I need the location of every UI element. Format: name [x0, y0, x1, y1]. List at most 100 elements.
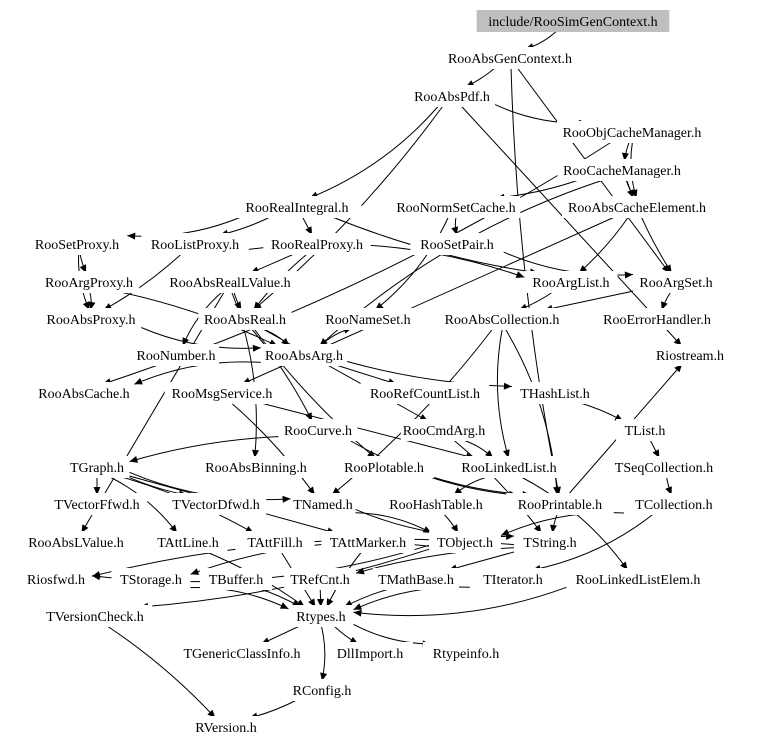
arrowhead-ocm-to-ccm	[622, 152, 629, 161]
node-tstorage[interactable]: TStorage.h	[111, 568, 191, 590]
node-label: Riosfwd.h	[27, 573, 85, 588]
node-ace[interactable]: RooAbsCacheElement.h	[562, 196, 712, 218]
node-label: TVectorDfwd.h	[172, 498, 259, 513]
node-aproxy[interactable]: RooAbsProxy.h	[40, 308, 142, 330]
node-label: RooCurve.h	[284, 424, 352, 439]
node-tattline[interactable]: TAttLine.h	[148, 531, 228, 553]
node-tattmarker[interactable]: TAttMarker.h	[321, 531, 415, 553]
node-abin[interactable]: RooAbsBinning.h	[198, 456, 314, 478]
node-tgraph[interactable]: TGraph.h	[64, 456, 130, 478]
arrowhead-trefcnt-to-rtypes	[317, 598, 324, 607]
node-label: RooLinkedList.h	[461, 461, 556, 476]
node-eh[interactable]: RooErrorHandler.h	[592, 308, 722, 330]
node-label: RooPlotable.h	[344, 461, 424, 476]
node-box	[592, 308, 722, 330]
edge-lle-to-rtypes	[353, 586, 567, 617]
node-printable[interactable]: RooPrintable.h	[506, 493, 614, 515]
node-tobject[interactable]: TObject.h	[429, 531, 501, 553]
node-label: RooNormSetCache.h	[396, 201, 515, 216]
node-lp[interactable]: RooListProxy.h	[141, 233, 249, 255]
node-label: RooAbsProxy.h	[47, 313, 136, 328]
node-ap[interactable]: RooArgProxy.h	[38, 271, 140, 293]
arrowhead-ri-to-sp	[127, 232, 136, 240]
node-box	[260, 344, 347, 366]
node-spair[interactable]: RooSetPair.h	[410, 233, 504, 255]
node-tattfill[interactable]: TAttFill.h	[235, 531, 315, 553]
node-rtinfo[interactable]: Rtypeinfo.h	[422, 642, 509, 664]
node-acoll[interactable]: RooAbsCollection.h	[434, 308, 570, 330]
node-label: TSeqCollection.h	[615, 461, 713, 476]
node-box	[284, 568, 356, 590]
node-ht[interactable]: RooHashTable.h	[382, 493, 490, 515]
node-tvdf[interactable]: TVectorDfwd.h	[165, 493, 267, 515]
node-alv[interactable]: RooAbsLValue.h	[22, 531, 130, 553]
node-dll[interactable]: DllImport.h	[326, 642, 413, 664]
node-titer[interactable]: TIterator.h	[469, 568, 556, 590]
node-cmd[interactable]: RooCmdArg.h	[400, 419, 487, 441]
node-box	[514, 531, 586, 553]
node-tgci[interactable]: TGenericClassInfo.h	[170, 642, 314, 664]
node-curve[interactable]: RooCurve.h	[278, 419, 358, 441]
arrowhead-ht-to-tobject	[451, 524, 459, 533]
node-box	[164, 382, 280, 404]
node-box	[235, 531, 315, 553]
node-sp[interactable]: RooSetProxy.h	[26, 233, 128, 255]
node-num[interactable]: RooNumber.h	[132, 344, 219, 366]
edge-apdf-to-ocm	[494, 104, 588, 124]
node-tcoll[interactable]: TCollection.h	[623, 493, 725, 515]
node-ocm[interactable]: RooObjCacheManager.h	[557, 121, 707, 143]
node-rconfig[interactable]: RConfig.h	[286, 679, 358, 701]
node-box	[451, 456, 567, 478]
node-areal[interactable]: RooAbsReal.h	[198, 308, 292, 330]
node-tvc[interactable]: TVersionCheck.h	[37, 605, 153, 627]
arrowhead-printable-to-tstring	[550, 524, 557, 533]
node-label: TBuffer.h	[209, 573, 264, 588]
node-box	[391, 196, 521, 218]
node-tnamed[interactable]: TNamed.h	[290, 493, 356, 515]
node-riostream[interactable]: Riostream.h	[647, 344, 734, 366]
node-box	[46, 493, 148, 515]
edge-titer-to-rtypes	[353, 586, 470, 611]
node-thl[interactable]: THashList.h	[511, 382, 598, 404]
node-label: TString.h	[523, 536, 576, 551]
node-rversion[interactable]: RVersion.h	[186, 716, 266, 738]
node-label: TIterator.h	[483, 573, 542, 588]
node-apdf[interactable]: RooAbsPdf.h	[408, 85, 495, 107]
node-tmath[interactable]: TMathBase.h	[372, 568, 459, 590]
node-label: RConfig.h	[293, 684, 352, 699]
node-box	[434, 308, 570, 330]
node-tvff[interactable]: TVectorFfwd.h	[46, 493, 148, 515]
node-root[interactable]: include/RooSimGenContext.h	[476, 10, 670, 32]
arrowhead-tstorage-to-rtypes	[279, 602, 289, 609]
node-al[interactable]: RooArgList.h	[524, 271, 618, 293]
node-arlv[interactable]: RooAbsRealLValue.h	[162, 271, 298, 293]
arrowhead-tseq-to-tcoll	[665, 486, 672, 495]
node-rp[interactable]: RooRealProxy.h	[263, 233, 371, 255]
node-ri[interactable]: RooRealIntegral.h	[232, 196, 362, 218]
node-lle[interactable]: RooLinkedListElem.h	[566, 568, 710, 590]
node-ccm[interactable]: RooCacheManager.h	[557, 159, 687, 181]
node-msg[interactable]: RooMsgService.h	[164, 382, 280, 404]
node-tlist[interactable]: TList.h	[616, 419, 674, 441]
node-trefcnt[interactable]: TRefCnt.h	[284, 568, 356, 590]
node-box	[429, 531, 501, 553]
arrowhead-acoll-to-printable	[553, 486, 561, 495]
node-ll[interactable]: RooLinkedList.h	[451, 456, 567, 478]
node-box	[162, 271, 298, 293]
node-acache[interactable]: RooAbsCache.h	[33, 382, 135, 404]
node-aarg[interactable]: RooAbsArg.h	[260, 344, 347, 366]
node-rcl[interactable]: RooRefCountList.h	[360, 382, 490, 404]
node-tseq[interactable]: TSeqCollection.h	[603, 456, 725, 478]
edge-msg-to-tnamed	[229, 401, 316, 496]
node-as[interactable]: RooArgSet.h	[633, 271, 720, 293]
node-box	[232, 196, 362, 218]
node-tstring[interactable]: TString.h	[514, 531, 586, 553]
node-nsc[interactable]: RooNormSetCache.h	[391, 196, 521, 218]
node-agc[interactable]: RooAbsGenContext.h	[442, 47, 578, 69]
node-riosfwd[interactable]: Riosfwd.h	[20, 568, 92, 590]
node-ns[interactable]: RooNameSet.h	[321, 308, 415, 330]
node-tbuffer[interactable]: TBuffer.h	[200, 568, 272, 590]
node-rtypes[interactable]: Rtypes.h	[288, 605, 354, 627]
node-plot[interactable]: RooPlotable.h	[333, 456, 435, 478]
